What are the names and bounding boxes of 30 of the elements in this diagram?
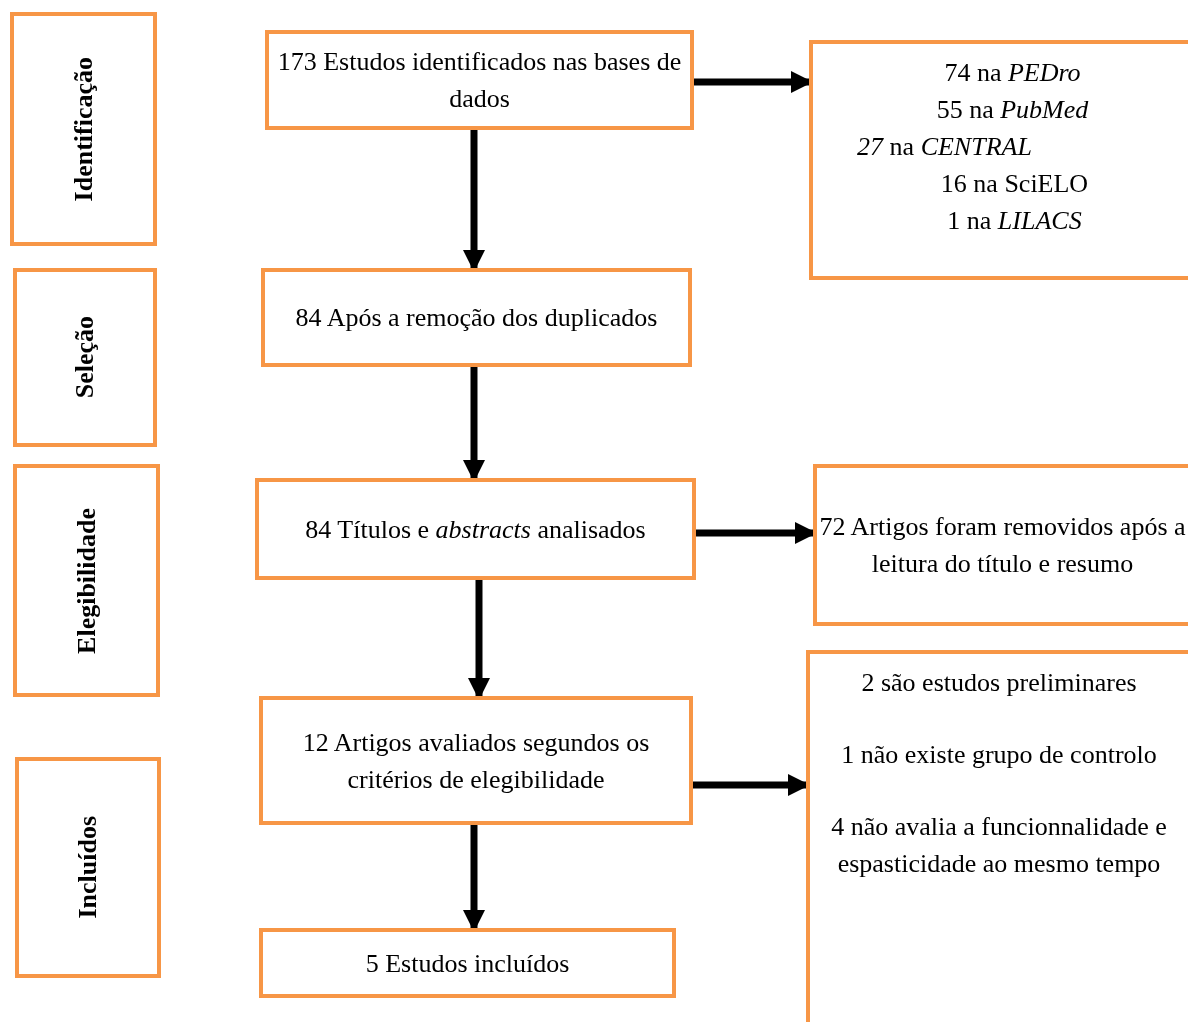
- stage-box: [13, 464, 160, 697]
- process-box: [265, 30, 694, 130]
- list-item: 27 na CENTRAL: [857, 131, 1032, 163]
- stage-box: [10, 12, 157, 246]
- box-text: 72 Artigos foram removidos após a leitura do título e resumo: [818, 511, 1187, 580]
- box-text: 5 Estudos incluídos: [365, 947, 570, 980]
- process-box: [259, 696, 693, 825]
- box-text: 173 Estudos identificados nas bases de dados: [276, 46, 683, 115]
- box-text: 84 Após a remoção dos duplicados: [295, 302, 658, 334]
- list-item: 16 na SciELO: [940, 168, 1089, 200]
- list-item: 4 não avalia a funcionnalidade e espasticidade ao mesmo tempo: [830, 811, 1168, 880]
- process-box: [809, 40, 1188, 280]
- stage-label: Seleção: [70, 316, 100, 399]
- box-text: 84 Títulos e abstracts analisados: [305, 513, 646, 546]
- process-box: [806, 650, 1188, 1022]
- list-item: 55 na PubMed: [936, 94, 1089, 126]
- stage-box: [13, 268, 157, 447]
- list-item: 1 na LILACS: [947, 205, 1082, 237]
- process-box: [813, 464, 1188, 626]
- list-item: 74 na PEDro: [944, 57, 1081, 89]
- list-item: 1 não existe grupo de controlo: [840, 739, 1158, 771]
- stage-label: Incluídos: [73, 816, 103, 919]
- process-box: [255, 478, 696, 580]
- process-box: [261, 268, 692, 367]
- list-item: 2 são estudos preliminares: [860, 667, 1138, 699]
- stage-label: Elegibilidade: [71, 507, 102, 654]
- process-box: [259, 928, 676, 998]
- stage-label: Identificação: [68, 56, 99, 202]
- stage-box: [15, 757, 161, 978]
- box-text: 12 Artigos avaliados segundos os critérios de elegibilidade: [301, 726, 651, 796]
